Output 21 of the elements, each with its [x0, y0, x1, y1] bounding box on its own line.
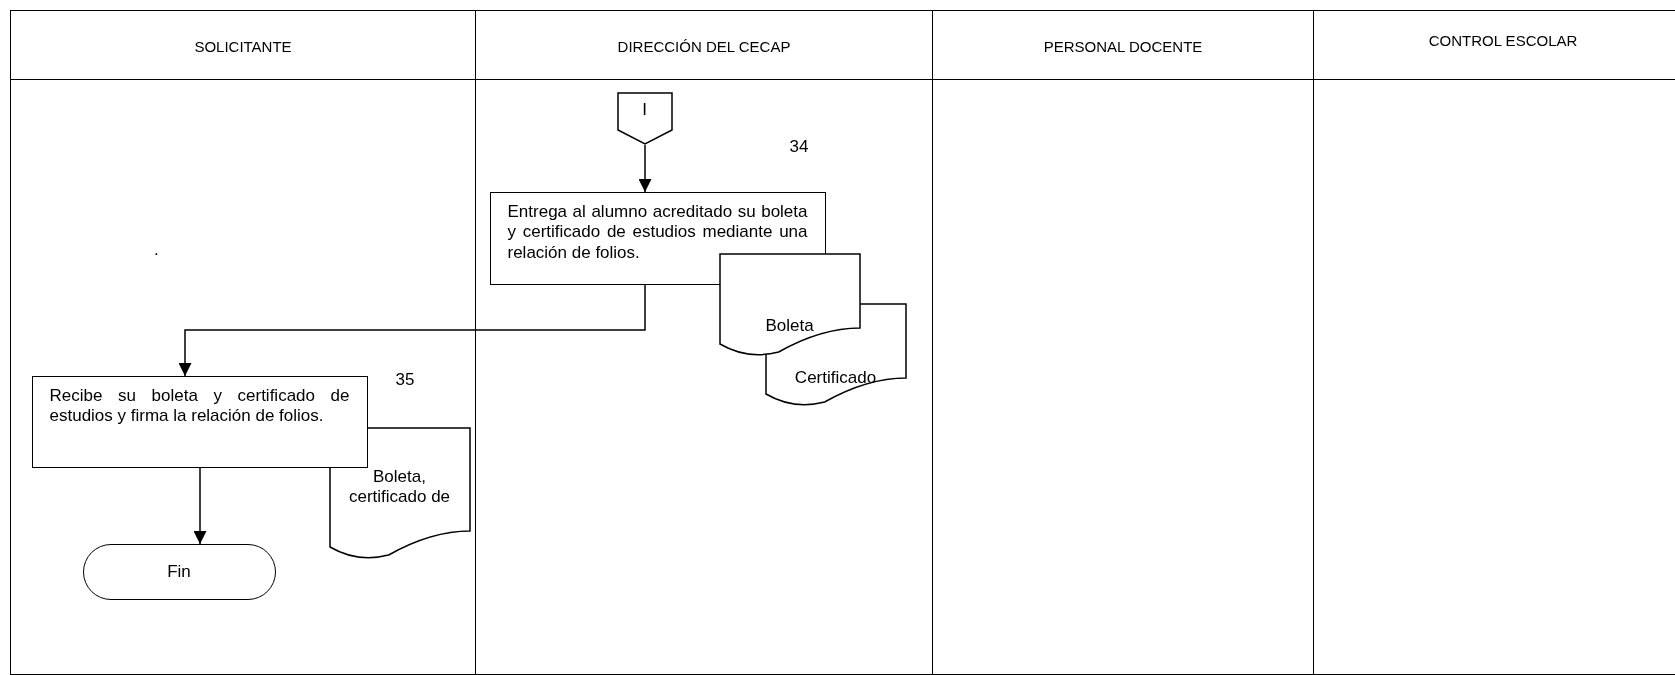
swimlane — [932, 10, 1314, 675]
lane-title: DIRECCIÓN DEL CECAP — [616, 38, 792, 55]
process-box: Recibe su boleta y certificado de estudios y firma la relación de folios. — [31, 375, 368, 468]
off-page-connector — [616, 91, 673, 145]
swimlane — [10, 10, 476, 675]
document-label: Boleta, certificado de — [347, 466, 452, 508]
step-number: 34 — [789, 136, 809, 157]
step-number: 35 — [395, 369, 415, 390]
swimlane — [475, 10, 933, 675]
arrow — [193, 467, 207, 545]
arrow — [638, 144, 652, 193]
note-text: . — [154, 240, 159, 260]
lane-title: CONTROL ESCOLAR — [1427, 32, 1579, 49]
lane-title: PERSONAL DOCENTE — [1042, 38, 1204, 55]
lane-title: SOLICITANTE — [193, 38, 293, 55]
arrow — [178, 284, 646, 377]
swimlane — [1313, 10, 1675, 675]
connector-label: I — [641, 99, 648, 120]
terminator: Fin — [82, 543, 276, 600]
document-label: Certificado — [793, 367, 878, 388]
document-shape — [328, 426, 471, 559]
